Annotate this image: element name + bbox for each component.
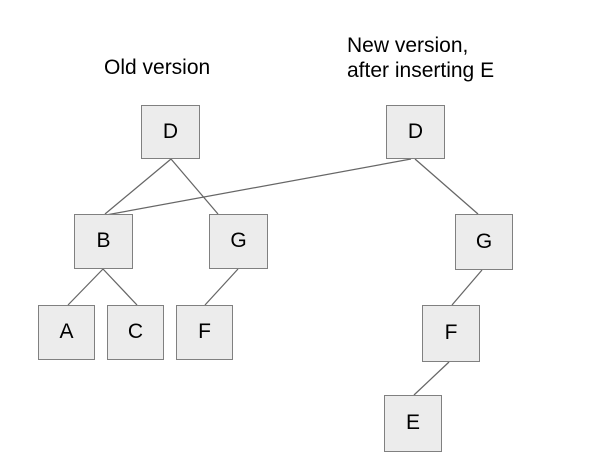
tree-edge	[413, 361, 450, 396]
tree-edge	[105, 158, 412, 216]
title-line: New version,	[347, 34, 469, 57]
tree-node-label: F	[198, 320, 211, 343]
tree-edge	[104, 158, 172, 215]
tree-title-new: New version,after inserting E	[347, 33, 494, 83]
tree-node-label: G	[475, 229, 493, 253]
tree-edge	[102, 268, 138, 306]
tree-edge	[414, 158, 479, 215]
tree-node-label: C	[127, 320, 144, 343]
tree-node-e[interactable]: E	[384, 395, 442, 452]
tree-node-d[interactable]: D	[386, 105, 445, 159]
tree-node-label: F	[444, 321, 458, 344]
tree-edge	[204, 268, 239, 306]
title-line: Old version	[104, 56, 211, 79]
tree-node-label: B	[96, 229, 111, 252]
tree-edge	[67, 268, 104, 306]
tree-node-g[interactable]: G	[209, 214, 268, 269]
tree-node-label: D	[407, 119, 424, 143]
tree-title-old: Old version	[104, 55, 210, 80]
title-line: after inserting E	[347, 59, 495, 82]
tree-node-f[interactable]: F	[176, 305, 233, 360]
tree-node-d[interactable]: D	[141, 105, 200, 159]
tree-node-g[interactable]: G	[455, 214, 513, 270]
tree-node-label: E	[405, 411, 420, 434]
tree-node-label: G	[230, 229, 247, 252]
tree-edge	[451, 269, 483, 306]
tree-node-f[interactable]: F	[422, 305, 480, 362]
tree-node-c[interactable]: C	[107, 305, 164, 360]
tree-node-label: D	[162, 119, 179, 143]
tree-edge	[170, 158, 219, 215]
tree-node-b[interactable]: B	[74, 214, 133, 269]
tree-node-label: A	[59, 320, 74, 343]
tree-node-a[interactable]: A	[38, 305, 95, 360]
